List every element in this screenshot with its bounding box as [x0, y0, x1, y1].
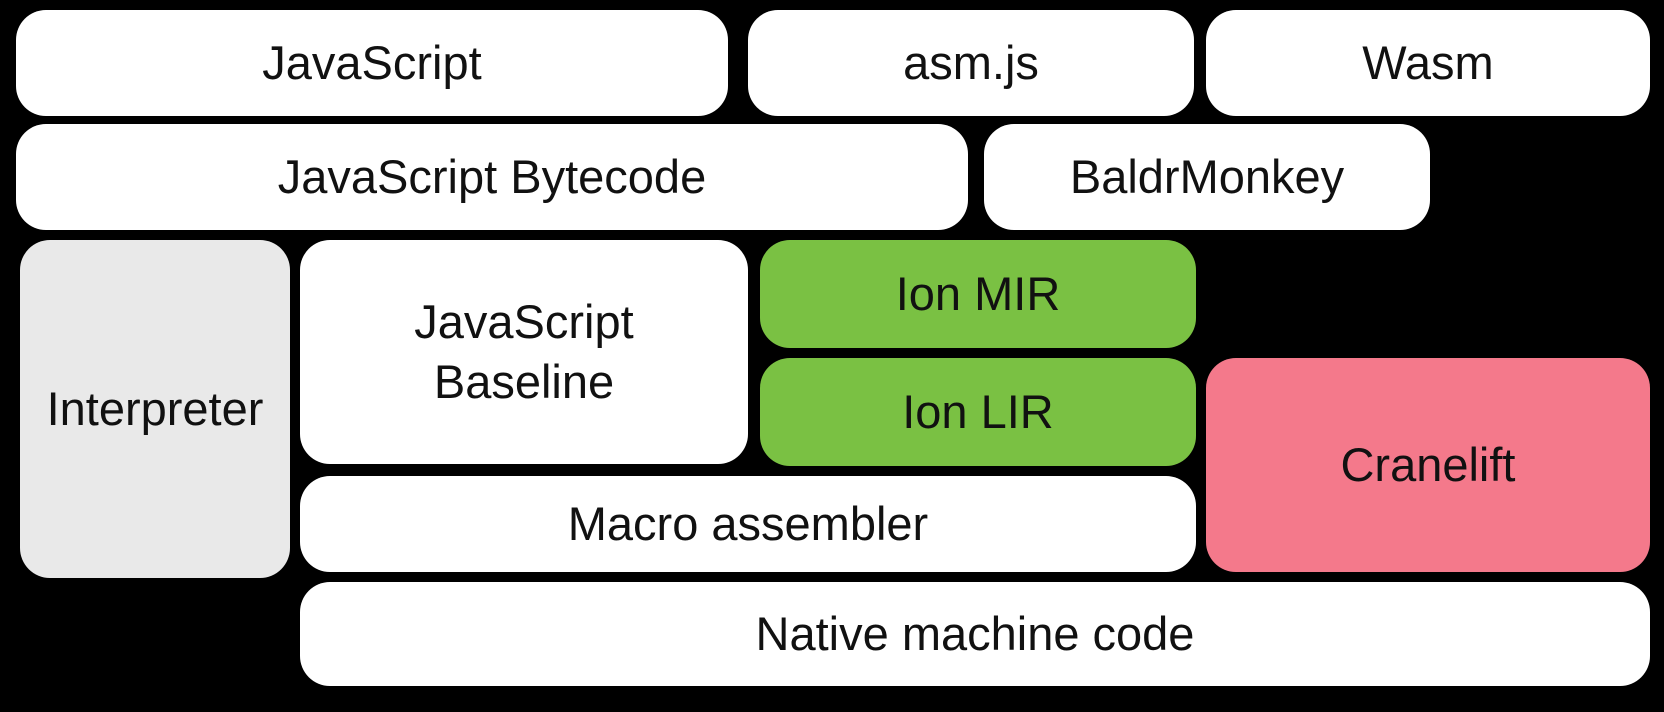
- node-asmjs: asm.js: [748, 10, 1194, 116]
- node-javascript-baseline-line1: JavaScript: [414, 294, 634, 348]
- node-baldrmonkey-label: BaldrMonkey: [1069, 149, 1345, 203]
- node-javascript-bytecode-label: JavaScript Bytecode: [277, 149, 707, 203]
- node-asmjs-label: asm.js: [903, 35, 1039, 89]
- node-ion-mir-label: Ion MIR: [895, 266, 1061, 320]
- node-native-machine-code: Native machine code: [300, 582, 1650, 686]
- node-ion-lir-label: Ion LIR: [902, 384, 1054, 438]
- node-javascript: JavaScript: [16, 10, 728, 116]
- node-macro-assembler-label: Macro assembler: [567, 496, 929, 550]
- node-native-machine-code-label: Native machine code: [755, 606, 1195, 660]
- node-javascript-bytecode: JavaScript Bytecode: [16, 124, 968, 230]
- node-baldrmonkey: BaldrMonkey: [984, 124, 1430, 230]
- node-javascript-baseline: JavaScript Baseline: [300, 240, 748, 464]
- node-interpreter: Interpreter: [20, 240, 290, 578]
- node-wasm-label: Wasm: [1362, 35, 1494, 89]
- node-wasm: Wasm: [1206, 10, 1650, 116]
- node-ion-lir: Ion LIR: [760, 358, 1196, 466]
- node-cranelift-label: Cranelift: [1340, 437, 1516, 491]
- node-javascript-baseline-line2: Baseline: [433, 355, 615, 408]
- node-ion-mir: Ion MIR: [760, 240, 1196, 348]
- node-macro-assembler: Macro assembler: [300, 476, 1196, 572]
- node-javascript-label: JavaScript: [262, 35, 482, 89]
- node-cranelift: Cranelift: [1206, 358, 1650, 572]
- node-interpreter-label: Interpreter: [46, 381, 264, 435]
